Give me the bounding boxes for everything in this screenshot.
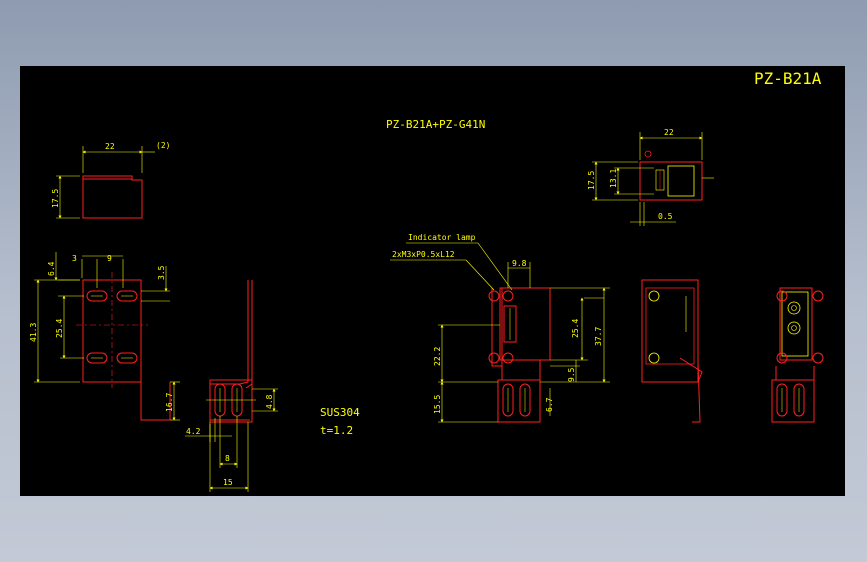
callout-indicator-lamp: Indicator lamp <box>408 233 476 242</box>
dim-6-4: 6.4 <box>47 261 56 276</box>
dim-3: 3 <box>72 254 77 263</box>
assembly-title: PZ-B21A+PZ-G41N <box>386 118 485 131</box>
assembly-side-view: Indicator lamp 2xM3xP0.5xL12 9.8 22.2 15… <box>390 233 610 423</box>
dim-15: 15 <box>223 478 233 487</box>
dim-15-5: 15.5 <box>433 395 442 414</box>
dim-0-5: 0.5 <box>658 212 673 221</box>
dim-8: 8 <box>225 454 230 463</box>
dim-22-right: 22 <box>664 128 674 137</box>
sensor-top-view: 22 17.5 13.1 0.5 <box>587 128 714 226</box>
dim-22-top: 22 <box>105 142 115 151</box>
bracket-front-view: 3 9 6.4 3.5 41.3 25.4 16.7 <box>29 252 180 421</box>
dim-4-2: 4.2 <box>186 427 201 436</box>
dim-13-1: 13.1 <box>609 169 618 188</box>
dim-9-8: 9.8 <box>512 259 527 268</box>
dim-2-paren: (2) <box>156 141 170 150</box>
dim-6-7: 6.7 <box>545 397 554 412</box>
sensor-front-view <box>641 279 703 423</box>
dim-22-2: 22.2 <box>433 347 442 366</box>
dim-25-4-left: 25.4 <box>55 319 64 338</box>
dim-9: 9 <box>107 254 112 263</box>
bracket-side-view: 4.8 4.2 8 15 <box>185 280 278 492</box>
dim-25-4-right: 25.4 <box>571 319 580 338</box>
dim-3-5: 3.5 <box>157 265 166 280</box>
bracket-top-view: 22 (2) 17.5 <box>51 141 170 219</box>
dim-4-8: 4.8 <box>265 394 274 409</box>
dim-37-7: 37.7 <box>594 327 603 346</box>
dim-17-5-right: 17.5 <box>587 171 596 190</box>
dim-16-7: 16.7 <box>165 393 174 412</box>
material-label: SUS304 <box>320 406 360 419</box>
drawing-canvas: PZ-B21A PZ-B21A+PZ-G41N 22 (2) 17.5 <box>20 66 845 496</box>
model-label: PZ-B21A <box>754 69 822 88</box>
dim-41-3: 41.3 <box>29 323 38 342</box>
dim-9-5: 9.5 <box>567 367 576 382</box>
thickness-label: t=1.2 <box>320 424 353 437</box>
cad-drawing: PZ-B21A PZ-B21A+PZ-G41N 22 (2) 17.5 <box>29 69 824 492</box>
callout-screw-spec: 2xM3xP0.5xL12 <box>392 250 455 259</box>
sensor-rear-view <box>771 287 824 423</box>
dim-17-5-left: 17.5 <box>51 189 60 208</box>
